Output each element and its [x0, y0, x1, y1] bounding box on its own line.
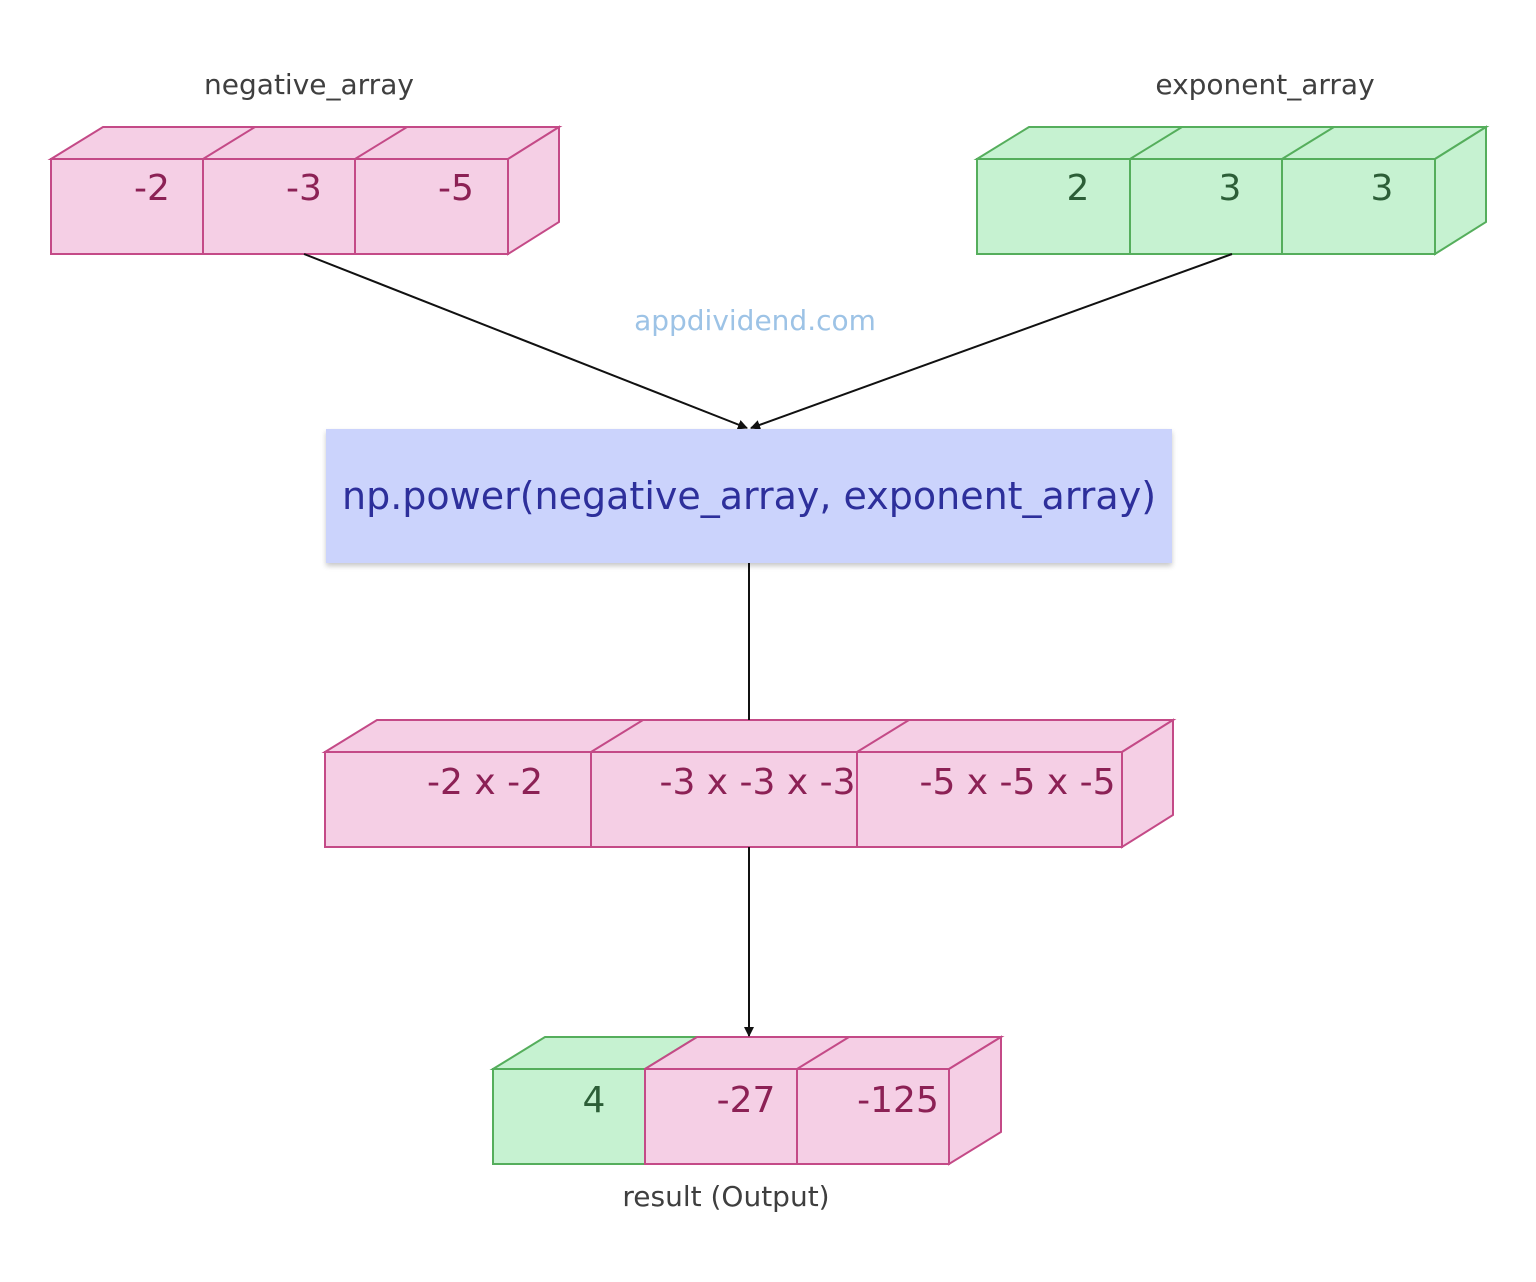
negative-array-top-divider-2	[354, 126, 408, 160]
computation-array-cell-1	[590, 751, 858, 848]
result-value: -27	[716, 1080, 776, 1121]
negative-array-cell-1	[202, 158, 356, 255]
computation-value: -2 x -2	[427, 762, 543, 803]
negative-array-value: -3	[286, 168, 322, 209]
exponent-array-value: 3	[1218, 168, 1242, 209]
arrow-exponent-to-function	[750, 253, 1233, 430]
computation-array-box	[321, 718, 1177, 849]
function-call-text: np.power(negative_array, exponent_array)	[341, 474, 1157, 518]
exponent-array-value: 2	[1066, 168, 1090, 209]
function-call-box: np.power(negative_array, exponent_array)	[326, 429, 1172, 563]
exponent-array-box	[973, 125, 1490, 256]
exponent-array-top-face	[973, 126, 1490, 160]
negative-array-top-divider-1	[202, 126, 256, 160]
negative-array-cell-0	[50, 158, 204, 255]
result-label: result (Output)	[622, 1180, 830, 1213]
exponent-array-top-divider-2	[1281, 126, 1335, 160]
computation-array-top-face	[321, 719, 1177, 753]
computation-value: -5 x -5 x -5	[919, 762, 1116, 803]
arrow-negative-to-function	[303, 253, 748, 430]
exponent-array-value: 3	[1370, 168, 1394, 209]
result-value: 4	[582, 1080, 606, 1121]
exponent-array-top-divider-1	[1129, 126, 1183, 160]
exponent-array-cell-0	[976, 158, 1131, 255]
negative-array-value: -2	[134, 168, 170, 209]
result-value: -125	[857, 1080, 939, 1121]
negative-array-box	[47, 125, 563, 256]
exponent-array-label: exponent_array	[1155, 68, 1375, 101]
computation-array-cell-2	[856, 751, 1123, 848]
result-top-divider-2	[796, 1036, 850, 1070]
computation-value: -3 x -3 x -3	[659, 762, 856, 803]
negative-array-cell-2	[354, 158, 509, 255]
computation-array-top-divider-1	[590, 719, 644, 753]
computation-array-top-divider-2	[856, 719, 910, 753]
watermark-text: appdividend.com	[634, 304, 876, 337]
negative-array-top-face	[47, 126, 563, 160]
exponent-array-cell-2	[1281, 158, 1436, 255]
result-cell-2	[796, 1068, 950, 1165]
negative-array-label: negative_array	[204, 68, 414, 101]
negative-array-value: -5	[438, 168, 474, 209]
result-array-box	[489, 1035, 1005, 1166]
